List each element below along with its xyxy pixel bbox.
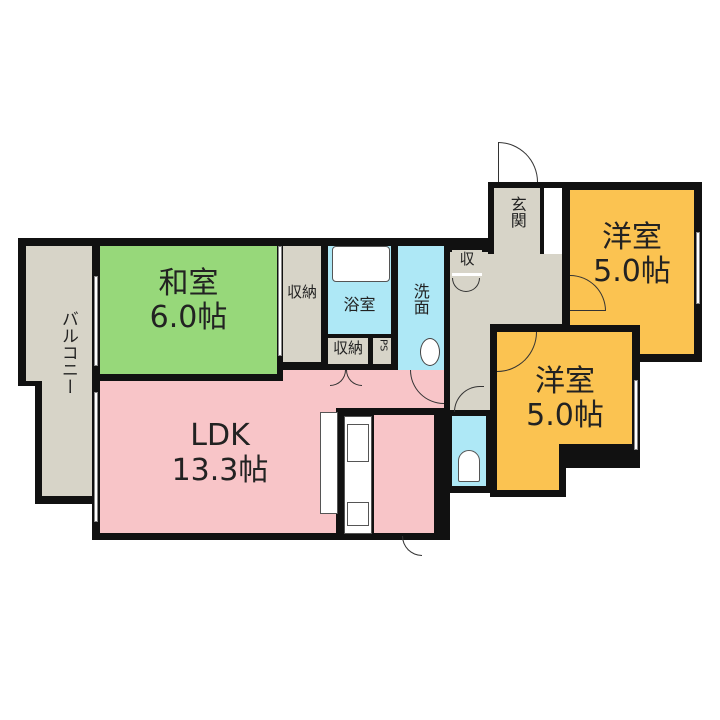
yoshitsu1-name: 洋室: [602, 220, 662, 255]
sink-icon: [347, 424, 369, 462]
yoshitsu2-name: 洋室: [535, 364, 595, 399]
washbasin-icon: [420, 338, 440, 366]
yoshitsu1-size: 5.0帖: [593, 254, 671, 289]
ldk-kitchen-area: [374, 413, 434, 533]
kitchen-unit: [344, 416, 372, 534]
yoshitsu2-notch: [566, 468, 642, 500]
washitsu-storage-label: 収納: [286, 283, 317, 301]
bathtub-icon: [332, 246, 390, 282]
washitsu-name: 和室: [158, 266, 219, 301]
balcony: [26, 246, 94, 381]
entrance: [494, 188, 540, 254]
entrance-door[interactable]: [498, 142, 538, 182]
toilet-icon: [458, 450, 480, 482]
balcony-lower: [42, 375, 94, 496]
pipe-space-label: PS: [377, 339, 389, 352]
entrance-label: 玄関: [507, 196, 527, 228]
kitchen-counter: [320, 412, 338, 514]
washitsu-size: 6.0帖: [149, 300, 228, 335]
hall-storage[interactable]: [452, 250, 482, 276]
yoshitsu2-window: [634, 380, 638, 450]
yoshitsu2-size: 5.0帖: [526, 398, 604, 433]
washitsu-window: [94, 276, 98, 366]
washroom-label: 洗面: [410, 283, 430, 315]
ldk-size: 13.3帖: [171, 453, 269, 488]
ldk-window: [94, 392, 98, 522]
washitsu-storage[interactable]: [283, 246, 321, 362]
entrance-step: [544, 188, 562, 254]
washitsu-storage-door[interactable]: [278, 246, 282, 356]
stove-icon: [347, 502, 369, 526]
kitchen-top-wall: [338, 410, 444, 415]
hall-storage-label: 収: [459, 250, 475, 268]
small-storage[interactable]: [328, 338, 368, 364]
balcony-label: バルコニー: [57, 310, 78, 395]
washitsu-room: [100, 246, 277, 374]
yoshitsu1-window: [696, 232, 700, 304]
bathroom-label: 浴室: [343, 295, 376, 314]
ldk-service-door[interactable]: [402, 536, 422, 556]
pipe-space: [373, 338, 391, 364]
small-storage-label: 収納: [332, 339, 363, 357]
ldk-name: LDK: [190, 418, 250, 453]
kitchen-wall: [338, 412, 344, 536]
yoshitsu-2-lower: [497, 440, 559, 490]
